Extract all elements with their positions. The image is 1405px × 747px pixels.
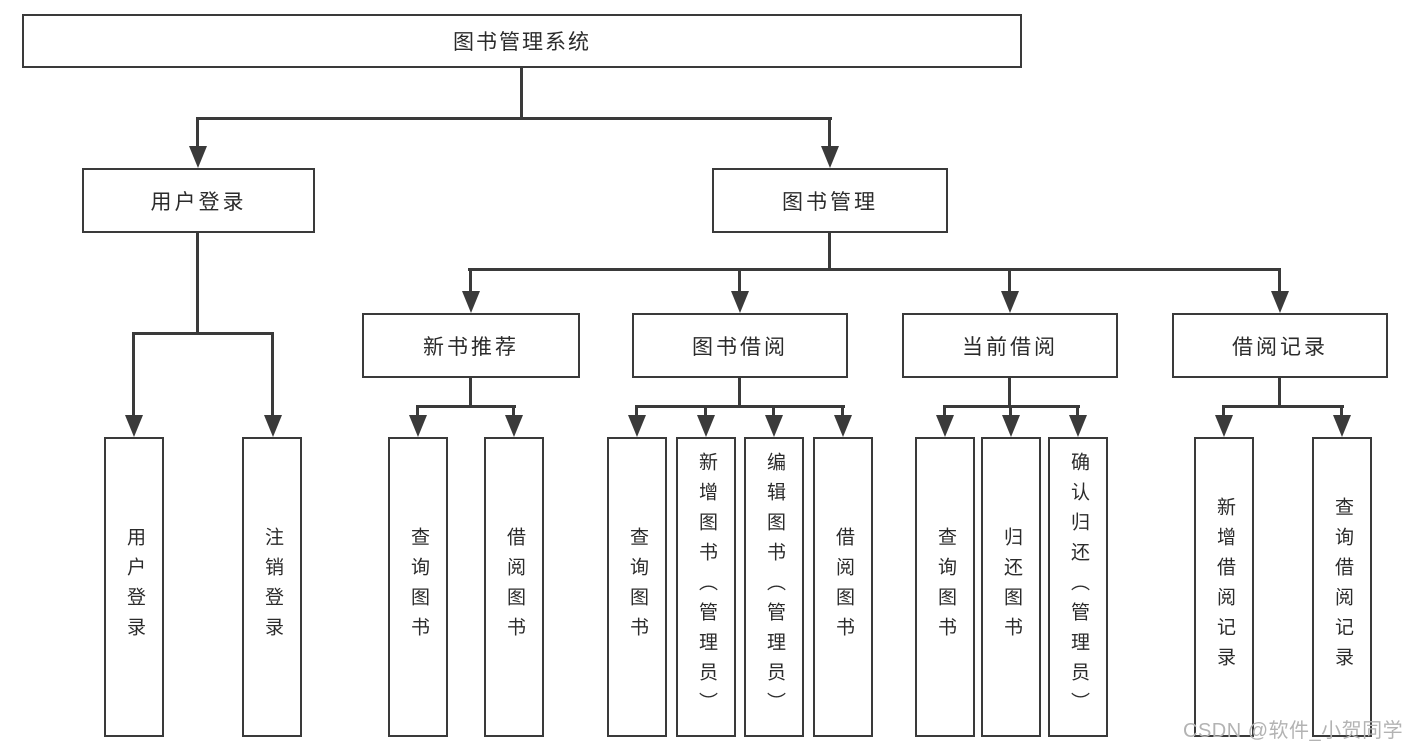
arrow-down-icon <box>1278 270 1281 291</box>
leaf-query-book-borrow-label: 查询图书 <box>626 527 648 647</box>
watermark: CSDN @软件_小贺同学 <box>1183 720 1404 742</box>
leaf-add-book-admin: 新增图书（管理员） <box>676 437 736 737</box>
connector-line <box>196 233 199 335</box>
connector-line <box>468 268 1281 271</box>
leaf-borrow-book: 借阅图书 <box>813 437 873 737</box>
arrow-down-icon <box>1340 406 1343 415</box>
leaf-add-book-admin-label: 新增图书（管理员） <box>695 452 717 722</box>
arrow-down-icon <box>1008 270 1011 291</box>
connector-line <box>1222 405 1344 408</box>
leaf-query-book-newrec: 查询图书 <box>388 437 448 737</box>
arrow-down-icon <box>512 406 515 415</box>
leaf-borrow-book-label: 借阅图书 <box>832 527 854 647</box>
leaf-query-book-current: 查询图书 <box>915 437 975 737</box>
connector-line <box>828 233 831 271</box>
leaf-user-login-label: 用户登录 <box>123 527 145 647</box>
leaf-confirm-return-admin: 确认归还（管理员） <box>1048 437 1108 737</box>
leaf-query-book-current-label: 查询图书 <box>934 527 956 647</box>
leaf-add-borrow-record: 新增借阅记录 <box>1194 437 1254 737</box>
node-book-management: 图书管理 <box>712 168 948 233</box>
node-library-system: 图书管理系统 <box>22 14 1022 68</box>
connector-line <box>469 378 472 408</box>
leaf-return-book-label: 归还图书 <box>1000 527 1022 647</box>
leaf-query-borrow-record-label: 查询借阅记录 <box>1331 497 1353 677</box>
arrow-down-icon <box>271 334 274 415</box>
arrow-down-icon <box>132 334 135 415</box>
leaf-query-book-newrec-label: 查询图书 <box>407 527 429 647</box>
leaf-add-borrow-record-label: 新增借阅记录 <box>1213 497 1235 677</box>
arrow-down-icon <box>828 119 831 146</box>
arrow-down-icon <box>635 406 638 415</box>
arrow-down-icon <box>704 406 707 415</box>
connector-line <box>520 68 523 120</box>
leaf-confirm-return-admin-label: 确认归还（管理员） <box>1067 452 1089 722</box>
leaf-borrow-book-newrec: 借阅图书 <box>484 437 544 737</box>
connector-line <box>196 117 832 120</box>
arrow-down-icon <box>738 270 741 291</box>
leaf-logout: 注销登录 <box>242 437 302 737</box>
leaf-edit-book-admin: 编辑图书（管理员） <box>744 437 804 737</box>
leaf-query-book-borrow: 查询图书 <box>607 437 667 737</box>
arrow-down-icon <box>1009 406 1012 415</box>
connector-line <box>1278 378 1281 408</box>
connector-line <box>1008 378 1011 408</box>
node-new-book-recommend: 新书推荐 <box>362 313 580 378</box>
leaf-borrow-book-newrec-label: 借阅图书 <box>503 527 525 647</box>
arrow-down-icon <box>469 270 472 291</box>
arrow-down-icon <box>943 406 946 415</box>
arrow-down-icon <box>841 406 844 415</box>
connector-line <box>635 405 845 408</box>
connector-line <box>416 405 516 408</box>
leaf-user-login: 用户登录 <box>104 437 164 737</box>
arrow-down-icon <box>772 406 775 415</box>
arrow-down-icon <box>1076 406 1079 415</box>
leaf-logout-label: 注销登录 <box>261 527 283 647</box>
connector-line <box>132 332 274 335</box>
node-borrowing-records: 借阅记录 <box>1172 313 1388 378</box>
arrow-down-icon <box>196 119 199 146</box>
arrow-down-icon <box>1222 406 1225 415</box>
node-current-borrowing: 当前借阅 <box>902 313 1118 378</box>
node-user-login: 用户登录 <box>82 168 315 233</box>
leaf-return-book: 归还图书 <box>981 437 1041 737</box>
node-book-borrowing: 图书借阅 <box>632 313 848 378</box>
connector-line <box>738 378 741 408</box>
leaf-query-borrow-record: 查询借阅记录 <box>1312 437 1372 737</box>
leaf-edit-book-admin-label: 编辑图书（管理员） <box>763 452 785 722</box>
arrow-down-icon <box>416 406 419 415</box>
